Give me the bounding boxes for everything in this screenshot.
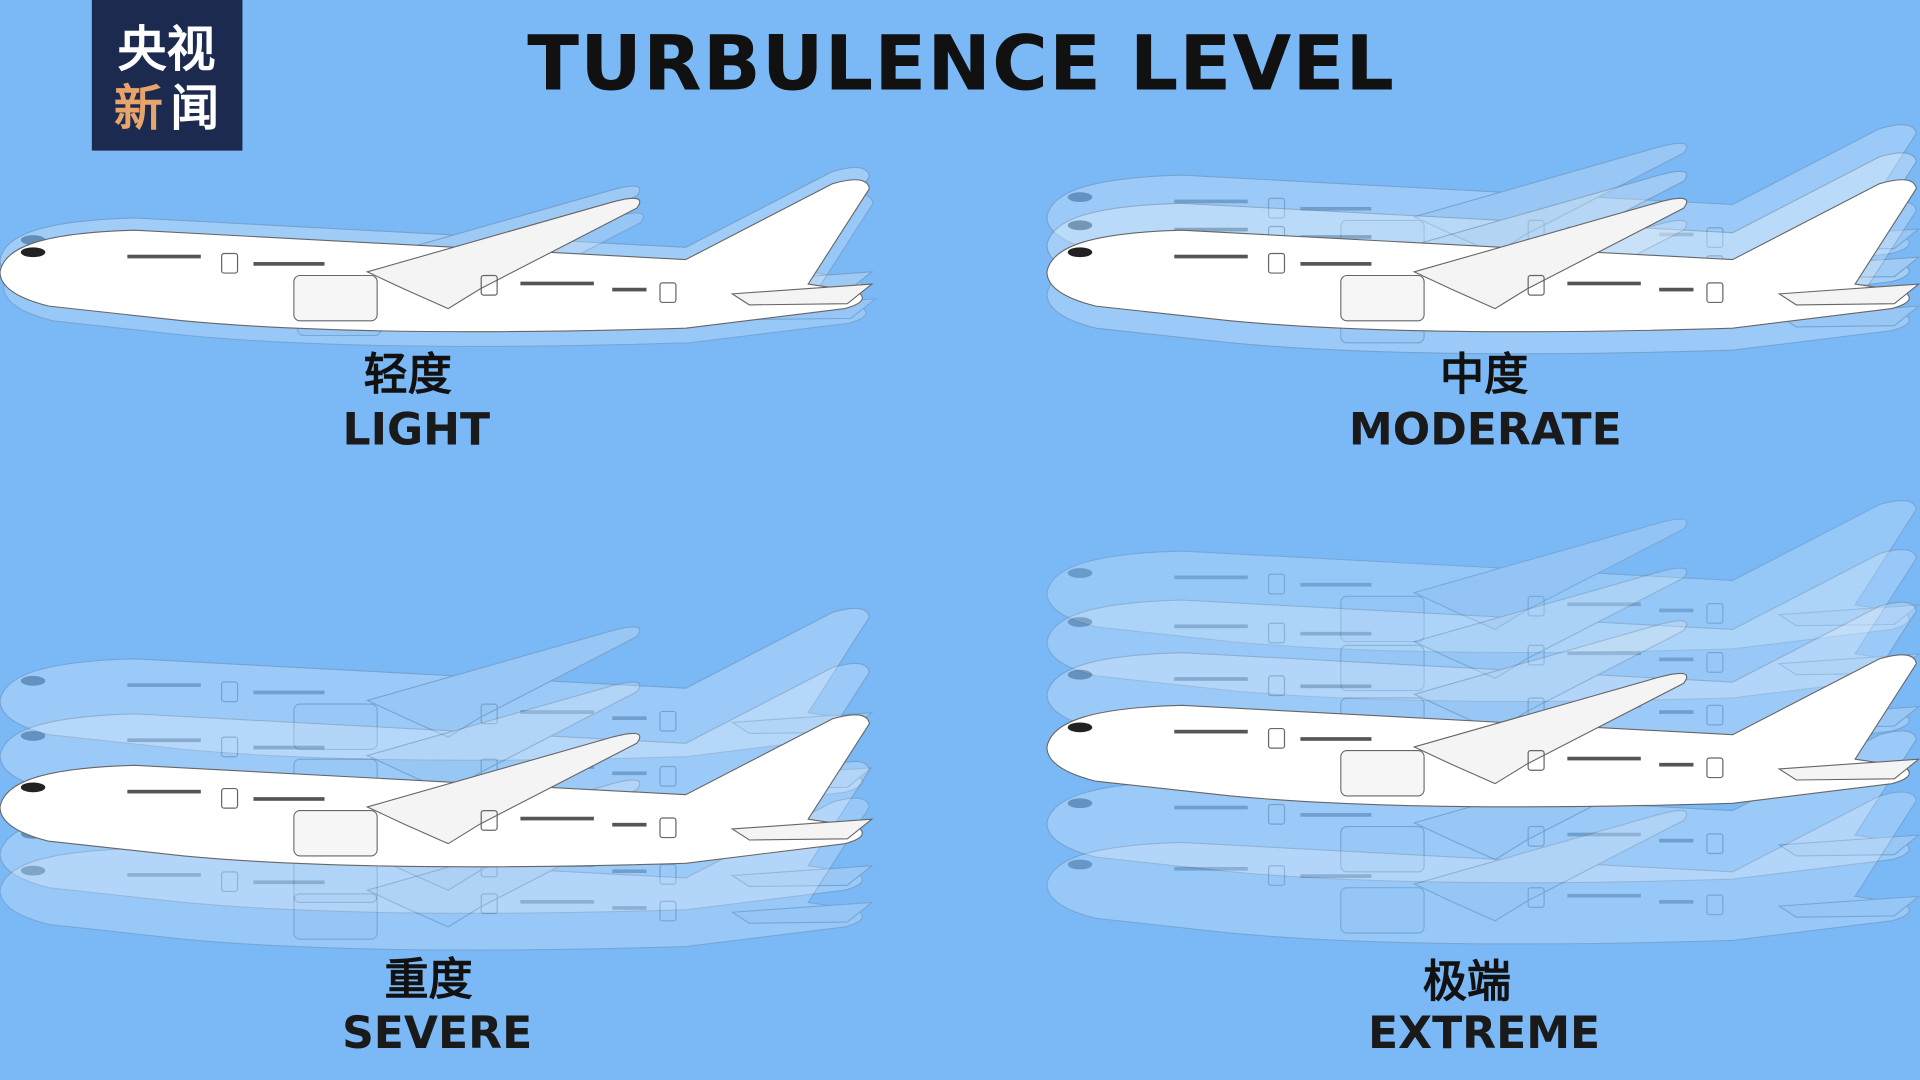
panel-severe: 重度 SEVERE (0, 607, 873, 1059)
level-label-cn: 中度 (1440, 349, 1528, 400)
level-label-en: MODERATE (1349, 404, 1622, 455)
level-label-cn: 极端 (1423, 957, 1511, 1008)
cctv-news-logo: 央视 新 闻 (91, 0, 243, 151)
panel-moderate: 中度 MODERATE (1046, 124, 1920, 455)
logo-line2-accent: 新 (114, 80, 163, 137)
level-label-cn: 重度 (384, 954, 472, 1005)
panel-light: 轻度 LIGHT (0, 166, 877, 455)
logo-line1: 央视 (118, 21, 216, 78)
panel-extreme: 极端 EXTREME (1046, 499, 1920, 1059)
logo-line2: 闻 (170, 80, 219, 137)
level-label-cn: 轻度 (364, 349, 452, 400)
level-label-en: EXTREME (1368, 1008, 1600, 1059)
page-title: TURBULENCE LEVEL (527, 19, 1395, 107)
level-label-en: LIGHT (343, 404, 491, 455)
level-label-en: SEVERE (342, 1008, 532, 1059)
